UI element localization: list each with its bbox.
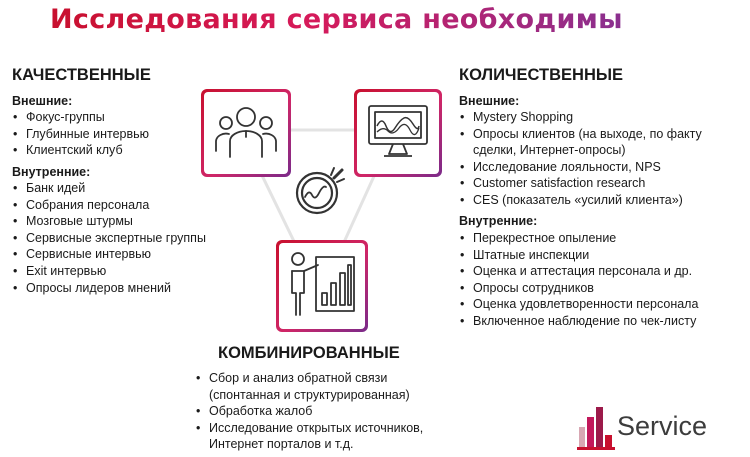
list-item: Перекрестное опыление: [459, 230, 698, 247]
logo-text: Service: [617, 411, 708, 441]
quantitative-internal-list: Перекрестное опыление Штатные инспекции …: [459, 230, 698, 330]
presenter-chart-icon: [286, 249, 358, 324]
quantitative-heading: КОЛИЧЕСТВЕННЫЕ: [459, 66, 624, 84]
qualitative-internal-label: Внутренние:: [12, 165, 91, 179]
list-item-continuation: (спонтанная и структурированная): [209, 387, 410, 402]
logo-bars-icon: [577, 407, 615, 450]
connector-lines: [237, 128, 398, 299]
list-item: Исследование лояльности, NPS: [459, 159, 702, 176]
quantitative-internal-label: Внутренние:: [459, 214, 538, 228]
list-item: Мозговые штурмы: [12, 213, 206, 230]
list-item: Сбор и анализ обратной связи: [195, 370, 423, 387]
list-item: Опросы сотрудников: [459, 280, 698, 297]
list-item: Клиентский клуб: [12, 142, 149, 159]
list-item: Оценка удовлетворенности персонала: [459, 296, 698, 313]
monitor-chart-icon: [366, 102, 430, 165]
combined-card: [276, 240, 368, 332]
list-item: Опросы клиентов (на выходе, по факту: [459, 126, 702, 143]
qualitative-internal-list: Банк идей Собрания персонала Мозговые шт…: [12, 180, 206, 296]
list-item: Штатные инспекции: [459, 247, 698, 264]
list-item: Mystery Shopping: [459, 109, 702, 126]
list-item: Сервисные экспертные группы: [12, 230, 206, 247]
quantitative-external-label: Внешние:: [459, 94, 520, 108]
list-item: Опросы лидеров мнений: [12, 280, 206, 297]
qualitative-heading: КАЧЕСТВЕННЫЕ: [12, 66, 151, 84]
list-item: Банк идей: [12, 180, 206, 197]
list-item: Исследование открытых источников,: [195, 420, 423, 437]
qualitative-card: [201, 89, 291, 177]
list-item-continuation: сделки, Интернет-опросы): [473, 143, 626, 158]
service-logo: Service: [577, 405, 747, 455]
magnifier-chart-icon: [290, 163, 350, 228]
methods-diagram: [190, 80, 450, 340]
list-item: Exit интервью: [12, 263, 206, 280]
quantitative-external-list: Mystery Shopping Опросы клиентов (на вых…: [459, 109, 702, 209]
list-item: Customer satisfaction research: [459, 175, 702, 192]
qualitative-external-label: Внешние:: [12, 94, 73, 108]
list-item: CES (показатель «усилий клиента»): [459, 192, 702, 209]
list-item: Глубинные интервью: [12, 126, 149, 143]
combined-heading: КОМБИНИРОВАННЫЕ: [218, 344, 400, 362]
qualitative-external-list: Фокус-группы Глубинные интервью Клиентск…: [12, 109, 149, 159]
list-item: Оценка и аттестация персонала и др.: [459, 263, 698, 280]
combined-list: Сбор и анализ обратной связи (спонтанная…: [195, 370, 423, 453]
list-item-continuation: Интернет порталов и т.д.: [209, 437, 354, 452]
list-item: Фокус-группы: [12, 109, 149, 126]
list-item: Собрания персонала: [12, 197, 206, 214]
quantitative-card: [354, 89, 442, 177]
list-item: Включенное наблюдение по чек-листу: [459, 313, 698, 330]
page-title: Исследования сервиса необходимы: [50, 4, 623, 35]
list-item: Обработка жалоб: [195, 403, 423, 420]
people-group-icon: [214, 101, 278, 166]
list-item: Сервисные интервью: [12, 246, 206, 263]
